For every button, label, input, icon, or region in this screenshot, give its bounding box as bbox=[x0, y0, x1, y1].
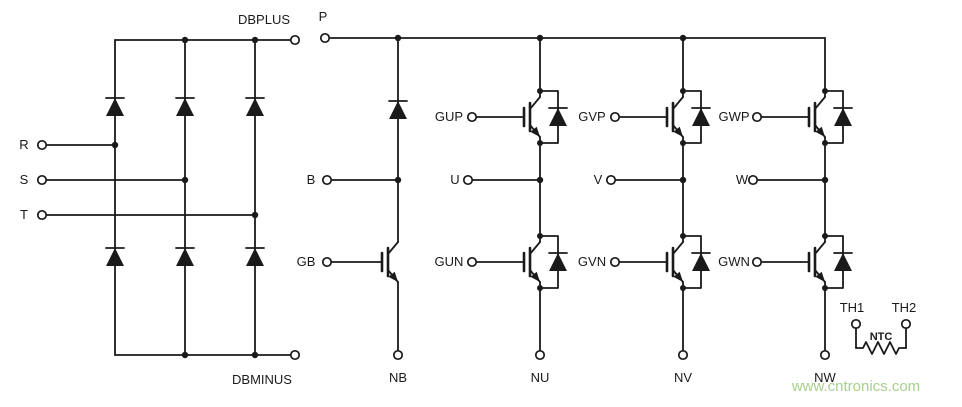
junction-dot bbox=[181, 351, 189, 359]
brake-diode-icon bbox=[388, 100, 408, 120]
label-th2: TH2 bbox=[892, 300, 917, 315]
label-p: P bbox=[319, 9, 328, 24]
terminal-gun bbox=[466, 256, 478, 268]
junction-dot bbox=[251, 36, 259, 44]
rectifier-diode-icon bbox=[175, 247, 195, 267]
ntc-thermistor: TH1 TH2 NTC bbox=[840, 300, 917, 355]
label-gb: GB bbox=[297, 254, 316, 269]
brake-chopper: B GB NB bbox=[297, 37, 408, 385]
inverter-leg-w: GWP GWN W NW bbox=[718, 37, 852, 385]
terminal-gwp bbox=[751, 111, 763, 123]
label-gup: GUP bbox=[435, 109, 463, 124]
label-gwp: GWP bbox=[718, 109, 749, 124]
terminal-nb bbox=[392, 349, 404, 361]
terminal-gvn bbox=[609, 256, 621, 268]
label-u: U bbox=[450, 172, 459, 187]
terminal-th2 bbox=[900, 318, 912, 330]
igbt-gwp-icon bbox=[809, 88, 852, 146]
terminal-th1 bbox=[850, 318, 862, 330]
terminal-w bbox=[747, 174, 759, 186]
inverter-leg-u: GUP GUN U NU bbox=[435, 37, 567, 385]
junction-dot bbox=[679, 176, 687, 184]
label-ntc: NTC bbox=[870, 331, 893, 343]
rectifier-diode-icon bbox=[105, 97, 125, 117]
junction-dot bbox=[251, 211, 259, 219]
inverter-leg-v: GVP GVN V NV bbox=[578, 37, 710, 385]
rectifier-bridge: R S T DBPLUS DBMINUS bbox=[19, 12, 301, 387]
terminal-p bbox=[319, 32, 331, 44]
rectifier-diode-icon bbox=[245, 97, 265, 117]
terminal-dbminus bbox=[289, 349, 301, 361]
terminal-v bbox=[605, 174, 617, 186]
terminal-gwn bbox=[751, 256, 763, 268]
igbt-gvp-icon bbox=[667, 88, 710, 146]
label-nb: NB bbox=[389, 370, 407, 385]
label-t: T bbox=[20, 207, 28, 222]
label-dbminus: DBMINUS bbox=[232, 372, 292, 387]
junction-dot bbox=[536, 176, 544, 184]
label-gwn: GWN bbox=[718, 254, 750, 269]
terminal-dbplus bbox=[289, 34, 301, 46]
rectifier-diode-icon bbox=[245, 247, 265, 267]
label-gun: GUN bbox=[435, 254, 464, 269]
rectifier-diode-icon bbox=[105, 247, 125, 267]
junction-dot bbox=[111, 141, 119, 149]
terminal-r bbox=[36, 139, 48, 151]
junction-dot bbox=[251, 351, 259, 359]
label-dbplus: DBPLUS bbox=[238, 12, 290, 27]
terminal-nw bbox=[819, 349, 831, 361]
terminal-u bbox=[462, 174, 474, 186]
label-v: V bbox=[594, 172, 603, 187]
junction-dot bbox=[394, 176, 402, 184]
rectifier-diode-icon bbox=[175, 97, 195, 117]
terminal-t bbox=[36, 209, 48, 221]
label-gvn: GVN bbox=[578, 254, 606, 269]
label-gvp: GVP bbox=[578, 109, 605, 124]
terminal-gup bbox=[466, 111, 478, 123]
terminal-s bbox=[36, 174, 48, 186]
label-nu: NU bbox=[531, 370, 550, 385]
ntc-resistor-icon bbox=[855, 341, 907, 355]
label-b: B bbox=[307, 172, 316, 187]
igbt-gvn-icon bbox=[667, 233, 710, 291]
junction-dot bbox=[181, 176, 189, 184]
label-s: S bbox=[20, 172, 29, 187]
brake-igbt-icon bbox=[380, 240, 400, 284]
watermark-text: www.cntronics.com bbox=[791, 378, 920, 395]
junction-dot bbox=[181, 36, 189, 44]
label-nv: NV bbox=[674, 370, 692, 385]
igbt-gwn-icon bbox=[809, 233, 852, 291]
terminal-b bbox=[321, 174, 333, 186]
igbt-gun-icon bbox=[524, 233, 567, 291]
label-nw: NW bbox=[814, 370, 836, 385]
terminal-gb bbox=[321, 256, 333, 268]
terminal-nu bbox=[534, 349, 546, 361]
terminal-nv bbox=[677, 349, 689, 361]
label-th1: TH1 bbox=[840, 300, 865, 315]
label-w: W bbox=[736, 172, 749, 187]
junction-dot bbox=[821, 176, 829, 184]
label-r: R bbox=[19, 137, 28, 152]
p-bus: P bbox=[319, 9, 826, 44]
igbt-gup-icon bbox=[524, 88, 567, 146]
terminal-gvp bbox=[609, 111, 621, 123]
